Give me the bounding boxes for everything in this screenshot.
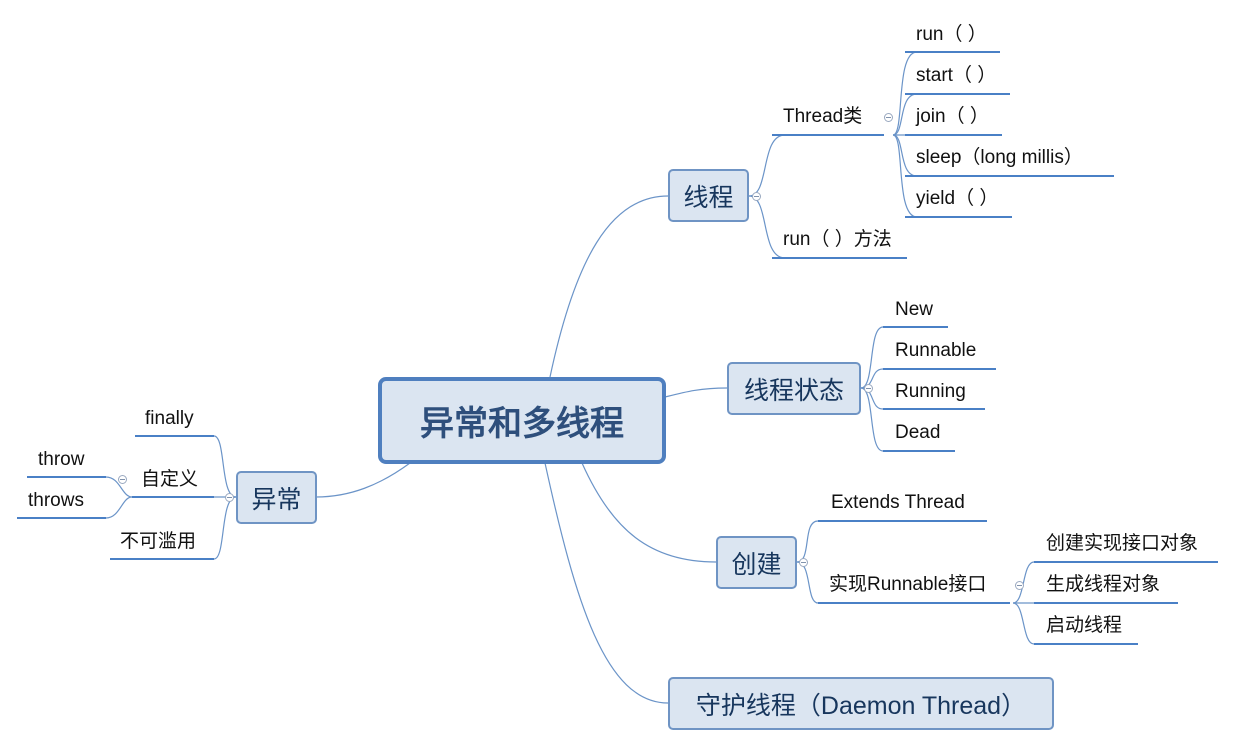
runnable-step-start[interactable]: 启动线程 bbox=[1046, 615, 1123, 636]
state-dead[interactable]: Dead bbox=[895, 422, 941, 443]
connector-central-daemon bbox=[544, 462, 669, 704]
connector-central-threads bbox=[549, 195, 669, 378]
collapse-thread-state-icon[interactable] bbox=[864, 384, 873, 393]
method-start[interactable]: start（ ） bbox=[916, 65, 997, 86]
central-topic[interactable]: 异常和多线程 bbox=[378, 377, 666, 464]
topic-create[interactable]: 创建 bbox=[716, 536, 797, 589]
topic-run-method[interactable]: run（ ）方法 bbox=[783, 229, 892, 250]
topic-daemon-thread[interactable]: 守护线程（Daemon Thread） bbox=[668, 677, 1054, 730]
exception-no-abuse[interactable]: 不可滥用 bbox=[120, 531, 197, 552]
topic-thread-state[interactable]: 线程状态 bbox=[727, 362, 861, 415]
collapse-runnable-icon[interactable] bbox=[1015, 581, 1024, 590]
topic-thread-state-label: 线程状态 bbox=[743, 376, 844, 405]
custom-throws[interactable]: throws bbox=[28, 490, 84, 511]
method-sleep[interactable]: sleep（long millis） bbox=[916, 147, 1083, 168]
connector-central-exception bbox=[315, 462, 411, 498]
topic-thread-class[interactable]: Thread类 bbox=[783, 106, 863, 127]
runnable-step-thread-object[interactable]: 生成线程对象 bbox=[1046, 574, 1161, 595]
exception-finally[interactable]: finally bbox=[145, 408, 194, 429]
method-join[interactable]: join（ ） bbox=[916, 106, 989, 127]
collapse-threads-icon[interactable] bbox=[752, 192, 761, 201]
method-yield[interactable]: yield（ ） bbox=[916, 188, 999, 209]
create-runnable[interactable]: 实现Runnable接口 bbox=[829, 574, 987, 595]
method-run[interactable]: run（ ） bbox=[916, 24, 987, 45]
topic-exception-label: 异常 bbox=[251, 485, 302, 514]
collapse-custom-icon[interactable] bbox=[118, 475, 127, 484]
collapse-create-icon[interactable] bbox=[799, 558, 808, 567]
connector-central-create bbox=[581, 462, 717, 563]
topic-create-label: 创建 bbox=[731, 550, 782, 579]
central-topic-label: 异常和多线程 bbox=[420, 405, 624, 443]
custom-throw[interactable]: throw bbox=[38, 449, 85, 470]
exception-custom[interactable]: 自定义 bbox=[141, 469, 199, 490]
create-extends-thread[interactable]: Extends Thread bbox=[831, 492, 965, 513]
topic-daemon-thread-label: 守护线程（Daemon Thread） bbox=[695, 691, 1027, 720]
connector-central-state bbox=[664, 387, 728, 398]
topic-exception[interactable]: 异常 bbox=[236, 471, 317, 524]
state-running[interactable]: Running bbox=[895, 381, 966, 402]
topic-threads[interactable]: 线程 bbox=[668, 169, 749, 222]
collapse-thread-class-icon[interactable] bbox=[884, 113, 893, 122]
collapse-exception-icon[interactable] bbox=[225, 493, 234, 502]
connector-threads-threadclass bbox=[748, 134, 786, 197]
connector-threads-runmethod bbox=[748, 195, 786, 259]
runnable-step-create-object[interactable]: 创建实现接口对象 bbox=[1046, 533, 1199, 554]
state-runnable[interactable]: Runnable bbox=[895, 340, 977, 361]
state-new[interactable]: New bbox=[895, 299, 934, 320]
topic-threads-label: 线程 bbox=[683, 183, 734, 212]
